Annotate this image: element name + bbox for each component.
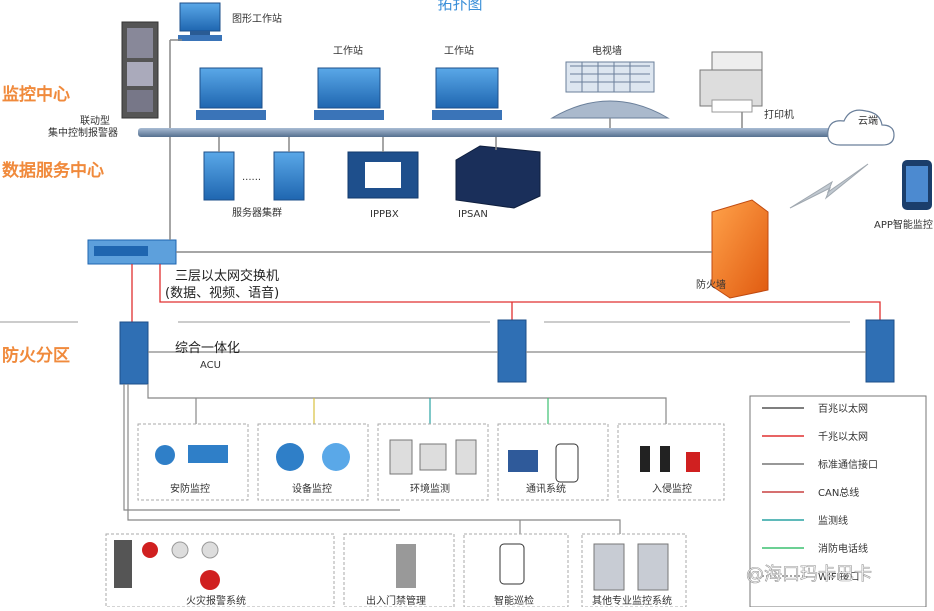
legend-label: 百兆以太网: [818, 402, 868, 415]
workstation-label: 工作站: [444, 44, 474, 57]
cloud-label: 云端: [858, 114, 878, 127]
alarm-cabinet-icon: [121, 21, 159, 119]
subsystem-environment: 环境监测: [377, 423, 489, 501]
legend-label: 标准通信接口: [818, 458, 878, 471]
workstation-label: 工作站: [333, 44, 363, 57]
subsystem-label: 环境监测: [410, 482, 450, 495]
acu-label-2: ACU: [200, 360, 221, 371]
subsystem-label: 通讯系统: [526, 482, 566, 495]
watermark-text: @海口玛卡巴卡: [746, 564, 872, 585]
subsystem-label: 入侵监控: [652, 482, 692, 495]
workstation-icon: [432, 67, 502, 120]
diagram-title: 拓扑图: [437, 0, 482, 13]
gigabit-line: [159, 264, 881, 320]
server-cluster-label: 服务器集群: [232, 206, 282, 219]
main-bus: [138, 128, 883, 137]
subsystem-equipment: 设备监控: [257, 423, 369, 501]
acu-icon: [497, 319, 527, 383]
legend-label: WIFI接口: [818, 570, 860, 583]
videowall-label: 电视墙: [592, 44, 622, 57]
legend-label: 消防电话线: [818, 542, 868, 555]
firewall-icon: [711, 199, 769, 299]
switch-label-2: (数据、视频、语音): [165, 285, 279, 301]
graphic-workstation-icon: [178, 2, 222, 41]
server-dots: ......: [242, 172, 261, 183]
zone-label-fire: 防火分区: [2, 345, 70, 366]
zone-label-monitor: 监控中心: [2, 84, 70, 105]
wireless-signal-icon: [789, 163, 869, 209]
subsystem-communication: 通讯系统: [497, 423, 609, 501]
printer-icon: [699, 51, 763, 113]
ippbx-label: IPPBX: [370, 209, 399, 220]
workstation-icon: [314, 67, 384, 120]
bottom-system-inspection: 智能巡检: [463, 533, 569, 608]
firewall-label: 防火墙: [696, 278, 726, 291]
subsystem-label: 设备监控: [292, 482, 332, 495]
legend-label: 千兆以太网: [818, 430, 868, 443]
switch-label-1: 三层以太网交换机: [175, 268, 279, 284]
server-icon: [273, 151, 305, 201]
legend-label: 监测线: [818, 514, 848, 527]
graphic-ws-label: 图形工作站: [232, 12, 282, 25]
subsystem-label: 安防监控: [170, 482, 210, 495]
app-label: APP智能监控: [874, 218, 933, 231]
alarm-label-2: 集中控制报警器: [48, 126, 118, 139]
bottom-system-other: 其他专业监控系统: [581, 533, 687, 608]
legend-label: CAN总线: [818, 486, 859, 499]
bottom-system-label: 其他专业监控系统: [592, 594, 672, 607]
ipsan-label: IPSAN: [458, 209, 488, 220]
server-icon: [203, 151, 235, 201]
videowall-icon: [550, 61, 670, 119]
bottom-system-label: 智能巡检: [494, 594, 534, 607]
subsystem-security: 安防监控: [137, 423, 249, 501]
workstation-icon: [196, 67, 266, 120]
bottom-system-access: 出入门禁管理: [343, 533, 455, 608]
alarm-label-1: 联动型: [80, 114, 110, 127]
subsystem-intrusion: 入侵监控: [617, 423, 725, 501]
acu-icon: [865, 319, 895, 383]
bottom-system-label: 火灾报警系统: [186, 594, 246, 607]
ipsan-icon: [455, 145, 541, 209]
bottom-system-label: 出入门禁管理: [366, 594, 426, 607]
acu-label-1: 综合一体化: [175, 341, 240, 356]
acu-icon: [119, 321, 149, 385]
ippbx-icon: [347, 151, 419, 199]
printer-label: 打印机: [764, 108, 794, 121]
switch-icon: [87, 239, 177, 265]
cloud-icon: [827, 109, 895, 146]
bottom-system-fire-alarm: 火灾报警系统: [105, 533, 335, 608]
smartphone-icon: [902, 160, 932, 210]
zone-label-data: 数据服务中心: [2, 160, 104, 181]
